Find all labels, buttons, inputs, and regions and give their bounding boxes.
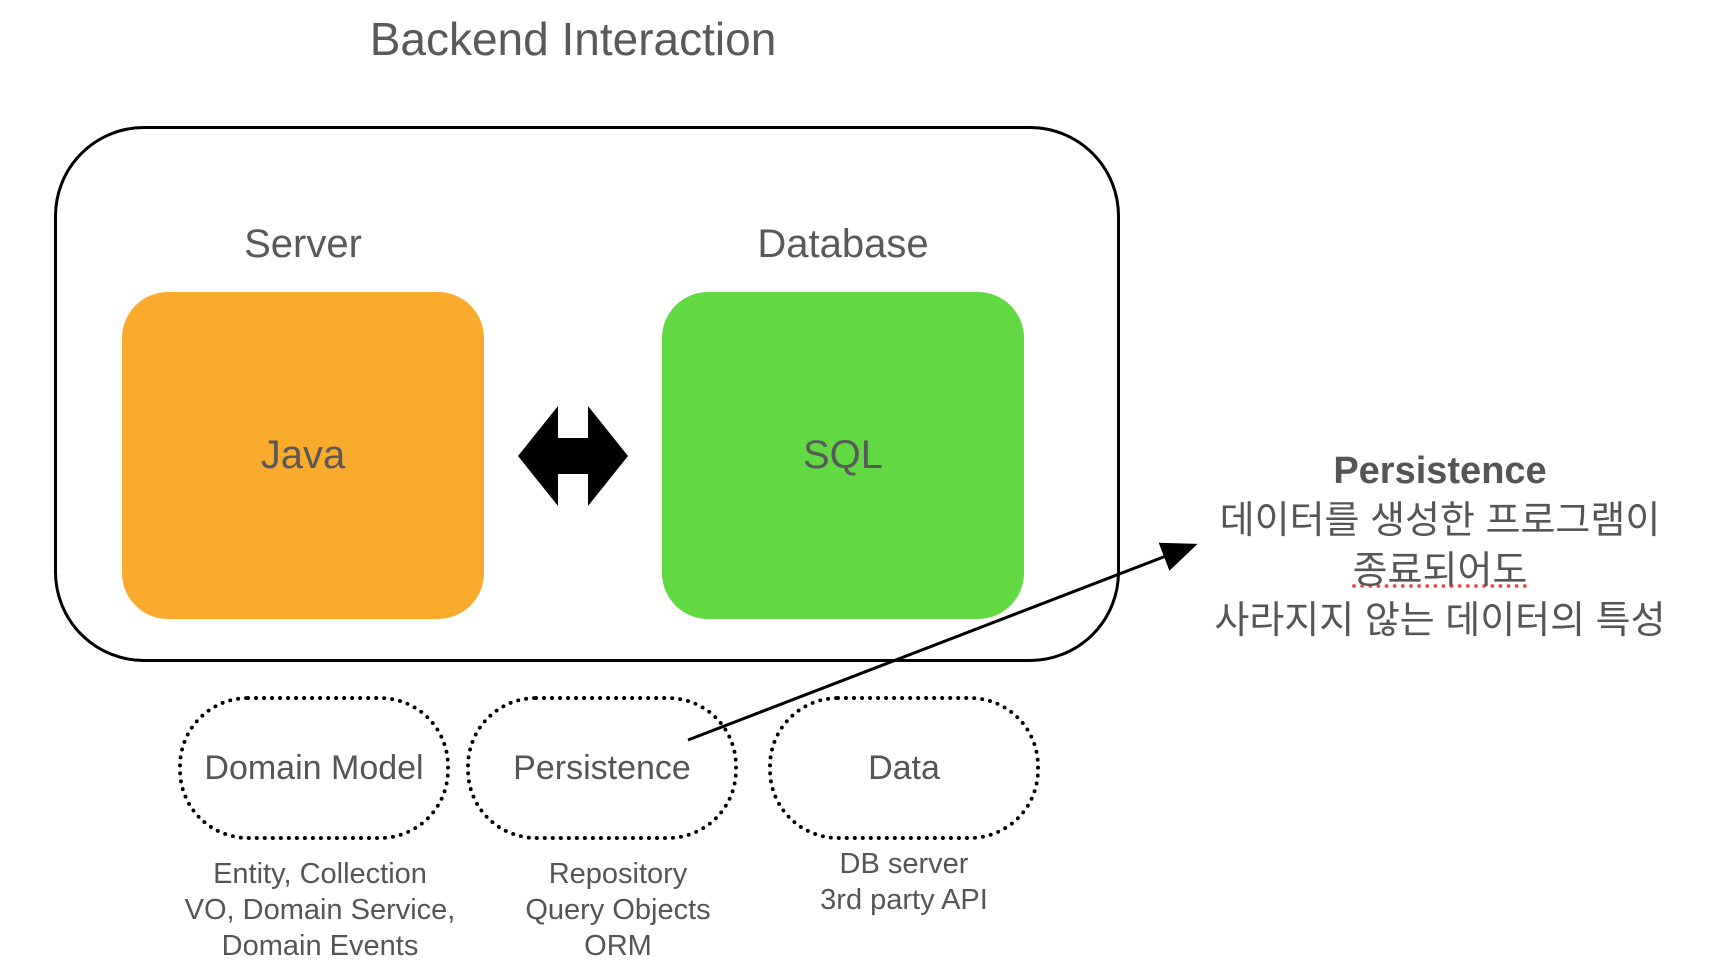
layer-caption-data: DB server 3rd party API: [754, 846, 1054, 918]
java-box-label: Java: [260, 433, 346, 477]
layer-caption-domain-model: Entity, Collection VO, Domain Service, D…: [170, 856, 470, 964]
layer-oval-persistence: Persistence: [466, 696, 738, 840]
note-line: 종료되어도: [1352, 550, 1528, 592]
note-line: 사라지지 않는 데이터의 특성: [1214, 600, 1666, 642]
database-label: Database: [757, 222, 929, 266]
layer-caption-persistence: Repository Query Objects ORM: [468, 856, 768, 964]
note-line: 데이터를 생성한 프로그램이: [1219, 500, 1661, 542]
layer-name: Persistence: [513, 748, 691, 787]
caption-line: Entity, Collection: [213, 858, 427, 890]
pointer-arrow: [687, 542, 1198, 742]
sql-box-label: SQL: [802, 433, 884, 477]
note-title: Persistence: [1333, 450, 1547, 492]
persistence-note: Persistence 데이터를 생성한 프로그램이 종료되어도 사라지지 않는…: [1180, 446, 1700, 646]
java-box: Java: [122, 292, 484, 619]
sql-box: SQL: [662, 292, 1024, 619]
caption-line: Repository: [548, 858, 688, 890]
diagram-title: Backend Interaction: [369, 13, 777, 65]
caption-line: 3rd party API: [820, 884, 988, 916]
caption-line: DB server: [839, 848, 969, 880]
double-arrow-icon: [518, 406, 628, 506]
layer-oval-domain-model: Domain Model: [178, 696, 450, 840]
server-label: Server: [244, 222, 362, 266]
caption-line: VO, Domain Service,: [184, 894, 456, 926]
layer-name: Domain Model: [204, 748, 424, 787]
caption-line: Query Objects: [525, 894, 711, 926]
layer-name: Data: [868, 748, 940, 787]
backend-container: [54, 126, 1120, 662]
layer-oval-data: Data: [768, 696, 1040, 840]
caption-line: ORM: [584, 930, 652, 962]
caption-line: Domain Events: [221, 930, 419, 962]
